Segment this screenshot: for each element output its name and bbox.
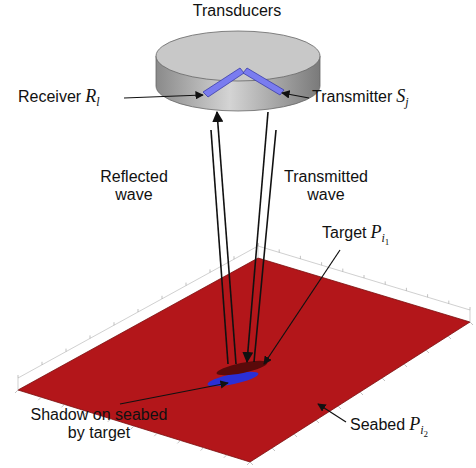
part-label: Shadow on seabed by target	[24, 406, 174, 443]
part-label: TransmitterSj	[312, 86, 409, 110]
axis-tick	[66, 349, 67, 352]
part-label: SeabedPi2	[350, 414, 428, 439]
symbol-text: i	[420, 423, 423, 437]
axis-tick	[448, 301, 449, 304]
symbol-text: 2	[424, 429, 429, 439]
target-shape	[216, 358, 269, 379]
label-text: Transmitter	[312, 88, 392, 105]
axis-tick	[15, 390, 18, 393]
label-text: Target	[322, 224, 366, 241]
title-label: Transducers	[193, 2, 281, 20]
axis-tick	[279, 249, 280, 252]
axis-tick	[427, 294, 428, 297]
symbol-text: P	[370, 222, 381, 242]
leader-lines	[120, 93, 346, 422]
axis-tick	[404, 364, 407, 367]
axis-tick	[154, 433, 157, 436]
axis-tick	[385, 281, 386, 284]
axis-tick	[321, 262, 322, 265]
axis-tick	[300, 256, 301, 259]
symbol-text: R	[85, 86, 96, 106]
wave-label: Reflected wave	[92, 168, 176, 205]
transducer-housing	[156, 31, 320, 111]
axis-tick	[342, 269, 343, 272]
symbol-text: i	[381, 231, 384, 245]
axis-tick	[186, 283, 187, 286]
wave-label: Transmitted wave	[278, 168, 374, 205]
axis-tick	[90, 335, 91, 338]
symbol-text: l	[96, 95, 99, 109]
axis-tick	[138, 309, 139, 312]
axis-tick	[360, 392, 363, 395]
axis-tick	[364, 275, 365, 278]
axis-tick	[42, 362, 43, 365]
transducer-bars	[203, 68, 284, 97]
label-text: Seabed	[350, 416, 405, 433]
label-text: Shadow on seabed by target	[31, 406, 168, 441]
axis-tick	[316, 420, 319, 423]
symbol-text: P	[409, 414, 420, 434]
label-text: Reflected wave	[100, 168, 168, 203]
axis-tick	[426, 350, 429, 353]
part-label: TargetPi1	[322, 222, 389, 247]
axis-tick	[38, 397, 41, 400]
axis-tick	[234, 256, 235, 259]
axis-tick	[131, 426, 134, 429]
label-text: Transmitted wave	[284, 168, 368, 203]
axis-tick	[470, 322, 473, 325]
axis-tick	[114, 322, 115, 325]
axis-tick	[18, 375, 19, 378]
axis-tick	[210, 269, 211, 272]
axis-tick	[162, 296, 163, 299]
symbol-text: S	[396, 86, 405, 106]
axis-tick	[448, 336, 451, 339]
wave-arrows	[211, 112, 276, 364]
seabed-plane	[15, 243, 473, 465]
axis-tick	[382, 378, 385, 381]
label-text: Receiver	[18, 88, 81, 105]
axis-tick	[201, 448, 204, 451]
axis-tick	[250, 462, 253, 465]
axis-tick	[272, 448, 275, 451]
symbol-text: j	[405, 95, 408, 109]
symbol-text: 1	[385, 237, 390, 247]
part-label: ReceiverRl	[18, 86, 99, 110]
axis-tick	[406, 288, 407, 291]
axis-tick	[294, 434, 297, 437]
label-text: Transducers	[193, 2, 281, 19]
axis-tick	[224, 455, 227, 458]
axis-tick	[247, 462, 250, 465]
axis-tick	[470, 307, 471, 310]
axis-tick	[338, 406, 341, 409]
axis-tick	[177, 440, 180, 443]
